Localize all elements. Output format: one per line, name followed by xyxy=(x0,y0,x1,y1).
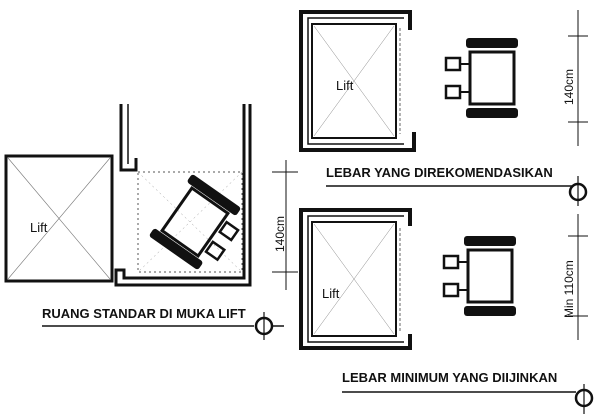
bottom-lift-label: Lift xyxy=(322,286,340,301)
clear-space-diagonal xyxy=(137,171,243,273)
clear-space-dotted xyxy=(137,171,243,273)
dim-110-right-label: Min 110cm xyxy=(562,260,576,318)
top-lift-wall xyxy=(299,10,416,152)
bottom-lift-inner xyxy=(311,221,397,337)
wheelchair-icon xyxy=(444,38,518,118)
caption-bottom: LEBAR MINIMUM YANG DIIJINKAN xyxy=(342,370,557,385)
top-lift-group: Lift 140cm LEBAR YANG DIREKOMENDASIKAN xyxy=(299,10,588,206)
bottom-lift-group: Lift Min 110cm LEBAR MINIMUM YANG DIIJIN… xyxy=(299,208,594,414)
left-lift-label: Lift xyxy=(30,220,48,235)
top-lift-inner xyxy=(311,23,397,139)
wheelchair-icon xyxy=(442,236,516,316)
bottom-lift-wall xyxy=(307,215,404,343)
left-lift-box xyxy=(4,154,114,283)
top-lift-diagonal xyxy=(313,25,395,137)
wheelchair-icon xyxy=(149,174,241,270)
top-lift-wall xyxy=(307,17,404,145)
lobby-wall xyxy=(119,104,138,172)
bottom-lift-diagonal xyxy=(313,223,395,335)
left-lift-group: Lift 140cm RUANG STANDAR DI MUKA LIFT xyxy=(4,104,298,340)
dim-140-right-label: 140cm xyxy=(562,69,576,105)
top-lift-label: Lift xyxy=(336,78,354,93)
lobby-wall xyxy=(114,104,252,287)
clear-space-diagonal xyxy=(137,171,243,273)
dim-140-left-label: 140cm xyxy=(273,216,287,252)
bottom-lift-wall xyxy=(299,208,412,350)
caption-left: RUANG STANDAR DI MUKA LIFT xyxy=(42,306,246,321)
caption-top: LEBAR YANG DIREKOMENDASIKAN xyxy=(326,165,553,180)
left-lift-diagonal xyxy=(7,157,111,280)
